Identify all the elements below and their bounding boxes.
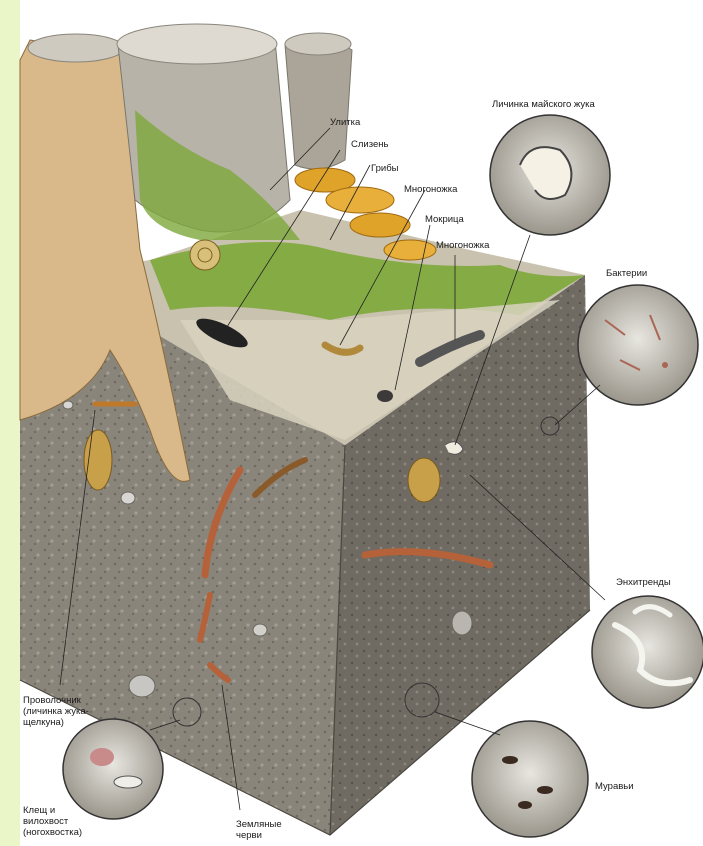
inset-ants bbox=[472, 721, 588, 837]
stone bbox=[121, 492, 135, 504]
label-wireworm: Проволочник (личинка жука- щелкуна) bbox=[23, 695, 89, 728]
back-stump bbox=[285, 39, 352, 169]
snail-shell bbox=[190, 240, 220, 270]
label-millipede-1: Многоножка bbox=[404, 184, 457, 195]
label-millipede-2: Многоножка bbox=[436, 240, 489, 251]
label-mite-springtail: Клещ и вилохвост (ногохвостка) bbox=[23, 805, 82, 838]
inset-beetle-larva bbox=[490, 115, 610, 235]
label-woodlouse: Мокрица bbox=[425, 214, 464, 225]
fungus-cap bbox=[326, 187, 394, 213]
stone bbox=[129, 675, 155, 697]
label-fungi: Грибы bbox=[371, 163, 398, 174]
stone bbox=[452, 611, 472, 635]
label-enchytraeids: Энхитренды bbox=[616, 577, 671, 588]
seed bbox=[408, 458, 440, 502]
label-earthworms: Земляные черви bbox=[236, 819, 282, 841]
stone bbox=[253, 624, 267, 636]
seed bbox=[84, 430, 112, 490]
inset-bacteria bbox=[578, 285, 698, 405]
woodlouse bbox=[377, 390, 393, 402]
label-snail: Улитка bbox=[330, 117, 360, 128]
label-slug: Слизень bbox=[351, 139, 388, 150]
stone bbox=[63, 401, 73, 409]
label-ants: Муравьи bbox=[595, 781, 634, 792]
left-margin-strip bbox=[0, 0, 20, 846]
label-bacteria: Бактерии bbox=[606, 268, 647, 279]
left-stump-top bbox=[28, 34, 124, 62]
back-stump-top bbox=[285, 33, 351, 55]
label-beetle-larva: Личинка майского жука bbox=[492, 99, 595, 110]
inset-enchytraeids bbox=[592, 596, 703, 708]
inset-mite-springtail bbox=[63, 719, 163, 819]
middle-stump-top bbox=[117, 24, 277, 64]
